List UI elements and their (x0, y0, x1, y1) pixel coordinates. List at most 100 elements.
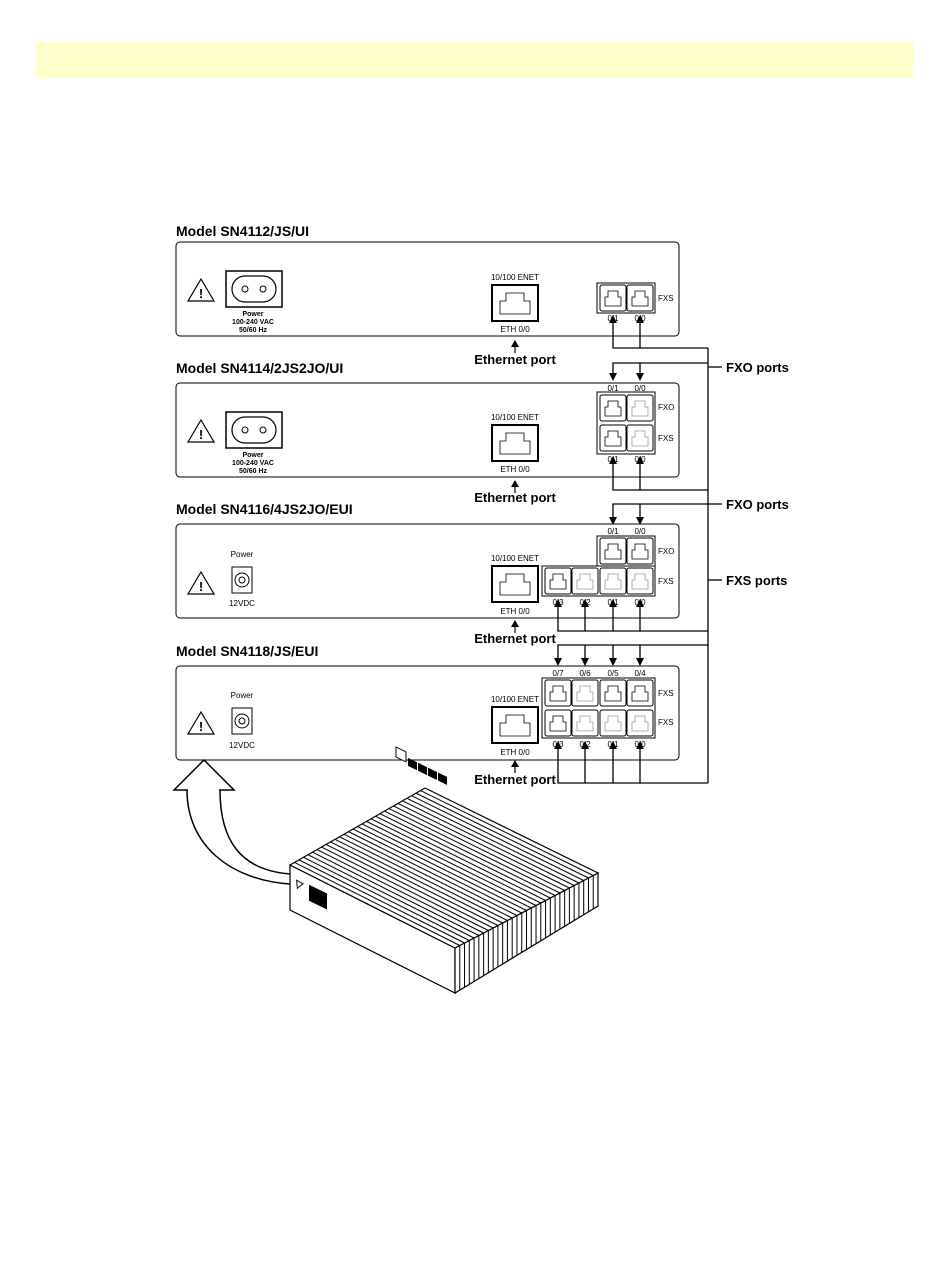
ethernet-port-callout: Ethernet port (474, 352, 556, 367)
port-number: 0/6 (579, 669, 591, 678)
power-label: Power (242, 311, 263, 318)
eth-port-label: ETH 0/0 (500, 325, 530, 334)
fxs-port-0-5-icon (599, 679, 627, 707)
fxs-group-label: FXS (658, 689, 674, 698)
heat-sink-fin (402, 800, 575, 886)
ethernet-port-icon (491, 284, 539, 322)
fxo-group-label: FXO (658, 403, 674, 412)
fxs-port-0-3-icon (544, 709, 572, 737)
port-number: 0/0 (634, 384, 646, 393)
port-connector-lines (557, 323, 722, 784)
port-number: 0/4 (634, 669, 646, 678)
heat-sink-fin (366, 820, 537, 906)
heat-sink-fin (411, 795, 584, 881)
heat-sink-fin (406, 797, 580, 884)
fxo-port-0-1-icon (599, 537, 627, 565)
fxo-ports-callout: FXO ports (726, 497, 789, 512)
fxo-port-0-0-icon (626, 394, 654, 422)
fxo-ports-callout: FXO ports (726, 360, 789, 375)
eth-port-label: ETH 0/0 (500, 607, 530, 616)
power-voltage: 12VDC (229, 741, 255, 750)
heat-sink-fin (321, 846, 489, 931)
heat-sink-fin (388, 808, 561, 894)
fxs-port-0-2-icon (571, 567, 599, 595)
heat-sink-fin (370, 818, 542, 904)
fxs-group-label: FXS (658, 434, 674, 443)
heat-sink-fin (316, 849, 484, 934)
port-number: 0/1 (607, 527, 619, 536)
device-illustration (288, 746, 600, 995)
heat-sink-fin (325, 844, 494, 929)
fxs-port-0-0-icon (626, 567, 654, 595)
power-frequency: 50/60 Hz (239, 327, 268, 334)
fxo-port-0-0-icon (626, 537, 654, 565)
heat-sink-fin (307, 854, 475, 939)
panel-sn4112 (175, 241, 680, 337)
ethernet-port-callout: Ethernet port (474, 631, 556, 646)
fxs-port-0-1-icon (599, 567, 627, 595)
heat-sink-fin (330, 841, 499, 926)
fxs-port-0-4-icon (626, 679, 654, 707)
fxs-port-0-0-icon (626, 284, 654, 312)
heat-sink-fin (361, 823, 532, 909)
right-face-fins (459, 875, 594, 991)
ethernet-port-icon (491, 565, 539, 603)
heat-sink-fin (393, 805, 565, 891)
fxs-ports-callout: FXS ports (726, 573, 787, 588)
fxs-group-label: FXS (658, 718, 674, 727)
fxs-group-label: FXS (658, 577, 674, 586)
fxs-port-0-7-icon (544, 679, 572, 707)
fxs-port-0-1-icon (599, 284, 627, 312)
model-title-sn4116: Model SN4116/4JS2JO/EUI (176, 501, 353, 517)
heat-sink-fin (352, 828, 522, 914)
ac-power-socket-icon (225, 270, 283, 308)
heat-sink-fin (339, 836, 508, 921)
dc-power-jack-icon (231, 566, 253, 594)
ethernet-port-callout: Ethernet port (474, 772, 556, 787)
dc-power-jack-icon (231, 707, 253, 735)
model-title-sn4114: Model SN4114/2JS2JO/UI (176, 360, 343, 376)
enet-label: 10/100 ENET (491, 554, 539, 563)
fxs-group-label: FXS (658, 294, 674, 303)
power-label: Power (242, 452, 263, 459)
model-title-sn4118: Model SN4118/JS/EUI (176, 643, 318, 659)
enet-label: 10/100 ENET (491, 695, 539, 704)
eth-port-label: ETH 0/0 (500, 465, 530, 474)
ac-power-socket-icon (225, 411, 283, 449)
heat-sink-fins (294, 790, 594, 946)
fxs-port-0-3-icon (544, 567, 572, 595)
fxs-port-0-0-icon (626, 709, 654, 737)
heat-sink-fin (397, 802, 570, 889)
port-number: 0/1 (607, 384, 619, 393)
warning-icon (296, 879, 304, 890)
fxs-port-0-1-icon (599, 709, 627, 737)
power-label: Power (231, 691, 254, 700)
enet-label: 10/100 ENET (491, 273, 539, 282)
ethernet-port-callout: Ethernet port (474, 490, 556, 505)
heat-sink-fin (415, 792, 589, 879)
port-number: 0/5 (607, 669, 619, 678)
heat-sink-fin (420, 790, 594, 876)
ethernet-port-icon (491, 424, 539, 462)
power-voltage: 100-240 VAC (232, 460, 274, 467)
device-to-panel-arrow (172, 758, 291, 885)
heat-sink-fin (375, 815, 546, 901)
fxs-port-0-1-icon (599, 424, 627, 452)
ethernet-port-icon (491, 706, 539, 744)
front-ports-icon (395, 746, 447, 785)
enet-label: 10/100 ENET (491, 413, 539, 422)
model-title-sn4112: Model SN4112/JS/UI (176, 223, 309, 239)
fxs-port-0-6-icon (571, 679, 599, 707)
heat-sink-fin (379, 813, 551, 899)
panel-sn4114 (175, 382, 680, 478)
power-label: Power (231, 550, 254, 559)
page-header-band (36, 42, 914, 78)
heat-sink-fin (343, 833, 513, 919)
power-frequency: 50/60 Hz (239, 468, 268, 475)
power-voltage: 12VDC (229, 599, 255, 608)
heat-sink-fin (312, 851, 480, 936)
heat-sink-fin (303, 856, 470, 941)
fxo-group-label: FXO (658, 547, 674, 556)
fxs-port-0-2-icon (571, 709, 599, 737)
